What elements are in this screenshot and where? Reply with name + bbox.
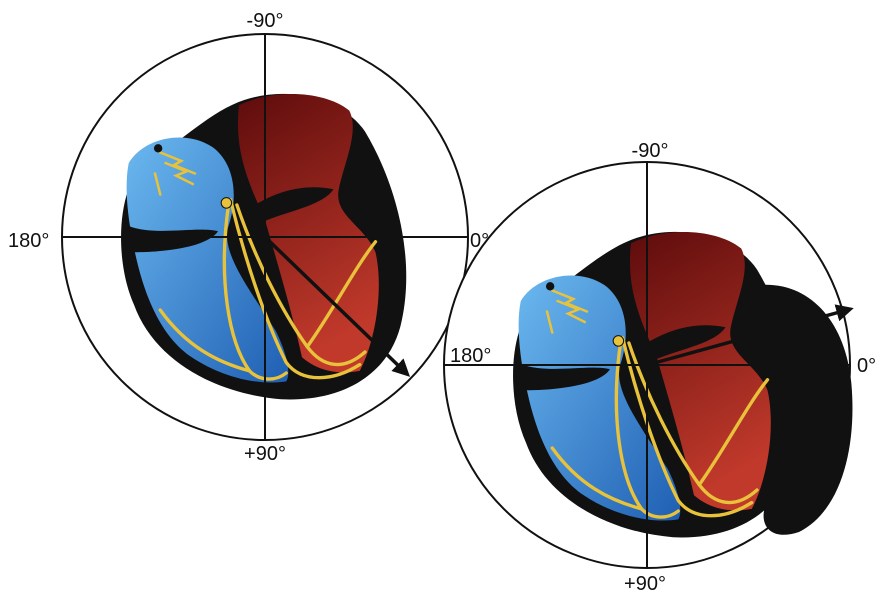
label-right: 0° [857, 355, 876, 377]
diagram-left-axis-deviation [443, 161, 854, 569]
label-left: 180° [450, 345, 491, 367]
label-top: -90° [632, 140, 669, 162]
label-left: 180° [8, 230, 49, 252]
label-top: -90° [247, 10, 284, 32]
diagram-normal-axis [61, 33, 469, 441]
arrow-down-right-icon [263, 235, 411, 377]
heart-illustration [511, 230, 853, 540]
label-bottom: +90° [624, 573, 666, 595]
arrow-up-right-icon [646, 304, 854, 367]
label-bottom: +90° [244, 443, 286, 465]
